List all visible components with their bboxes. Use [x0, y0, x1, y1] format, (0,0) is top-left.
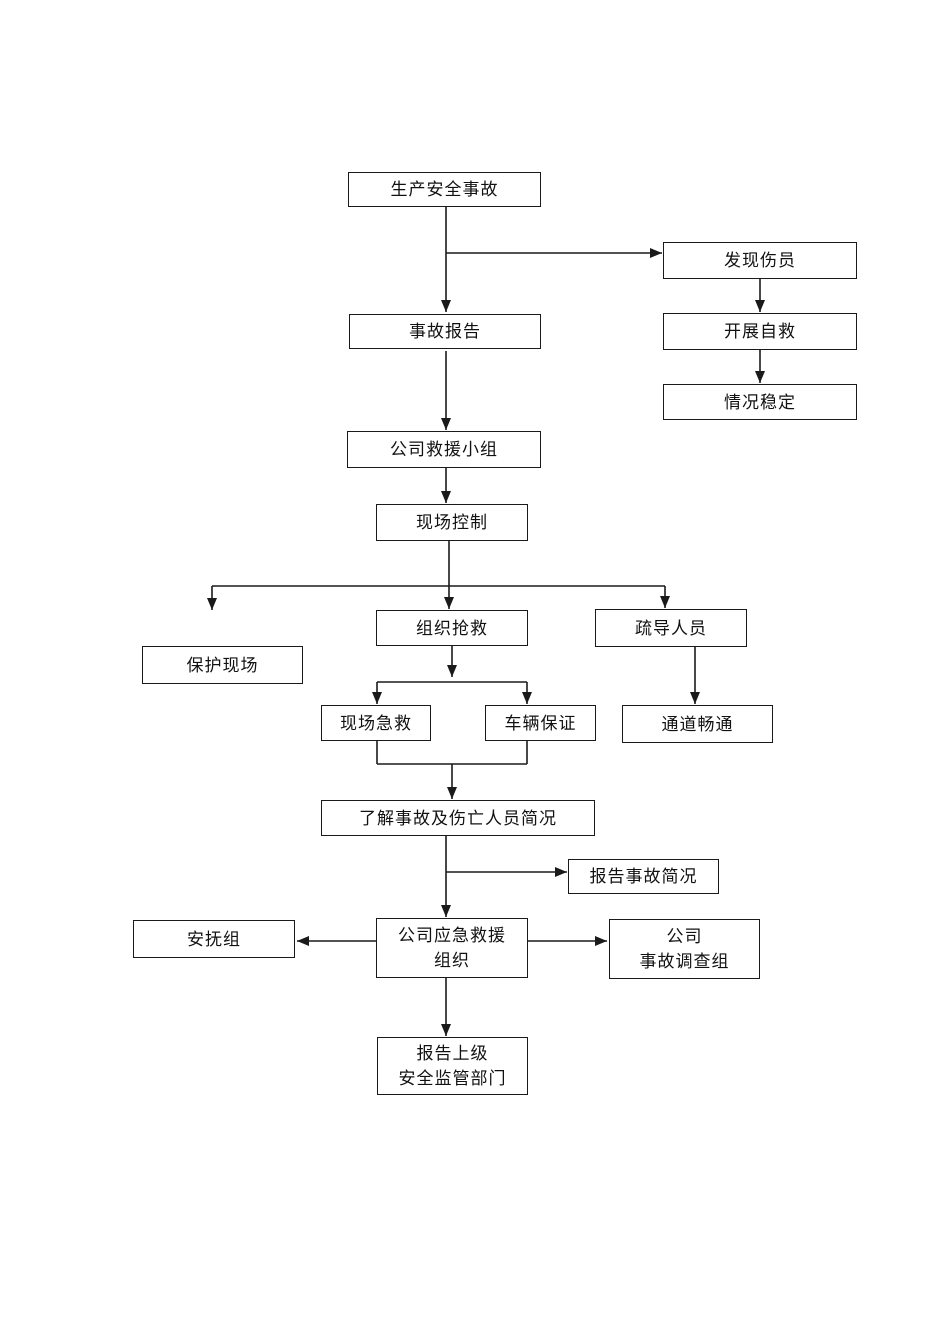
node-label-guide-people: 疏导人员 — [635, 618, 707, 638]
node-label-vehicle-guarantee: 车辆保证 — [504, 713, 577, 733]
node-label-report-accident-brief: 报告事故简况 — [589, 867, 698, 886]
node-site-control: 现场控制 — [376, 504, 528, 541]
node-understand-casualties: 了解事故及伤亡人员简况 — [321, 800, 595, 836]
node-label-accident-report: 事故报告 — [409, 322, 481, 341]
node-protect-site: 保护现场 — [142, 646, 303, 684]
node-label-on-site-first-aid: 现场急救 — [340, 713, 412, 733]
node-emergency-rescue-org: 公司应急救援 组织 — [376, 918, 528, 978]
node-organize-rescue: 组织抢救 — [376, 610, 528, 646]
node-label-report-superior-authority: 报告上级 安全监管部门 — [398, 1044, 507, 1088]
node-label-comfort-group: 安抚组 — [187, 929, 241, 949]
node-discover-injured: 发现伤员 — [663, 242, 857, 279]
node-label-situation-stable: 情况稳定 — [724, 392, 796, 412]
node-passage-clear: 通道畅通 — [622, 705, 773, 743]
node-guide-people: 疏导人员 — [595, 609, 747, 647]
node-vehicle-guarantee: 车辆保证 — [485, 705, 596, 741]
node-label-site-control: 现场控制 — [416, 513, 488, 532]
edge-site-control-stem — [212, 541, 665, 587]
node-carry-out-self-rescue: 开展自救 — [663, 313, 857, 350]
node-report-accident-brief: 报告事故简况 — [568, 859, 719, 894]
node-label-production-safety-accident: 生产安全事故 — [390, 180, 499, 199]
node-report-superior-authority: 报告上级 安全监管部门 — [377, 1037, 528, 1095]
node-accident-report: 事故报告 — [349, 314, 541, 349]
node-label-company-rescue-team: 公司救援小组 — [390, 440, 498, 459]
node-label-understand-casualties: 了解事故及伤亡人员简况 — [359, 808, 557, 828]
node-situation-stable: 情况稳定 — [663, 384, 857, 420]
node-label-protect-site: 保护现场 — [186, 655, 259, 675]
node-label-organize-rescue: 组织抢救 — [416, 618, 488, 638]
node-label-emergency-rescue-org: 公司应急救援 组织 — [398, 926, 506, 970]
node-production-safety-accident: 生产安全事故 — [348, 172, 541, 207]
edge-merge-bar — [376, 741, 528, 765]
node-label-carry-out-self-rescue: 开展自救 — [724, 322, 796, 341]
node-label-investigation-group: 公司 事故调查组 — [639, 927, 730, 971]
node-on-site-first-aid: 现场急救 — [321, 705, 431, 741]
node-investigation-group: 公司 事故调查组 — [609, 919, 760, 979]
node-company-rescue-team: 公司救援小组 — [347, 431, 541, 468]
node-label-discover-injured: 发现伤员 — [724, 251, 796, 270]
node-comfort-group: 安抚组 — [133, 920, 295, 958]
node-label-passage-clear: 通道畅通 — [661, 714, 734, 734]
